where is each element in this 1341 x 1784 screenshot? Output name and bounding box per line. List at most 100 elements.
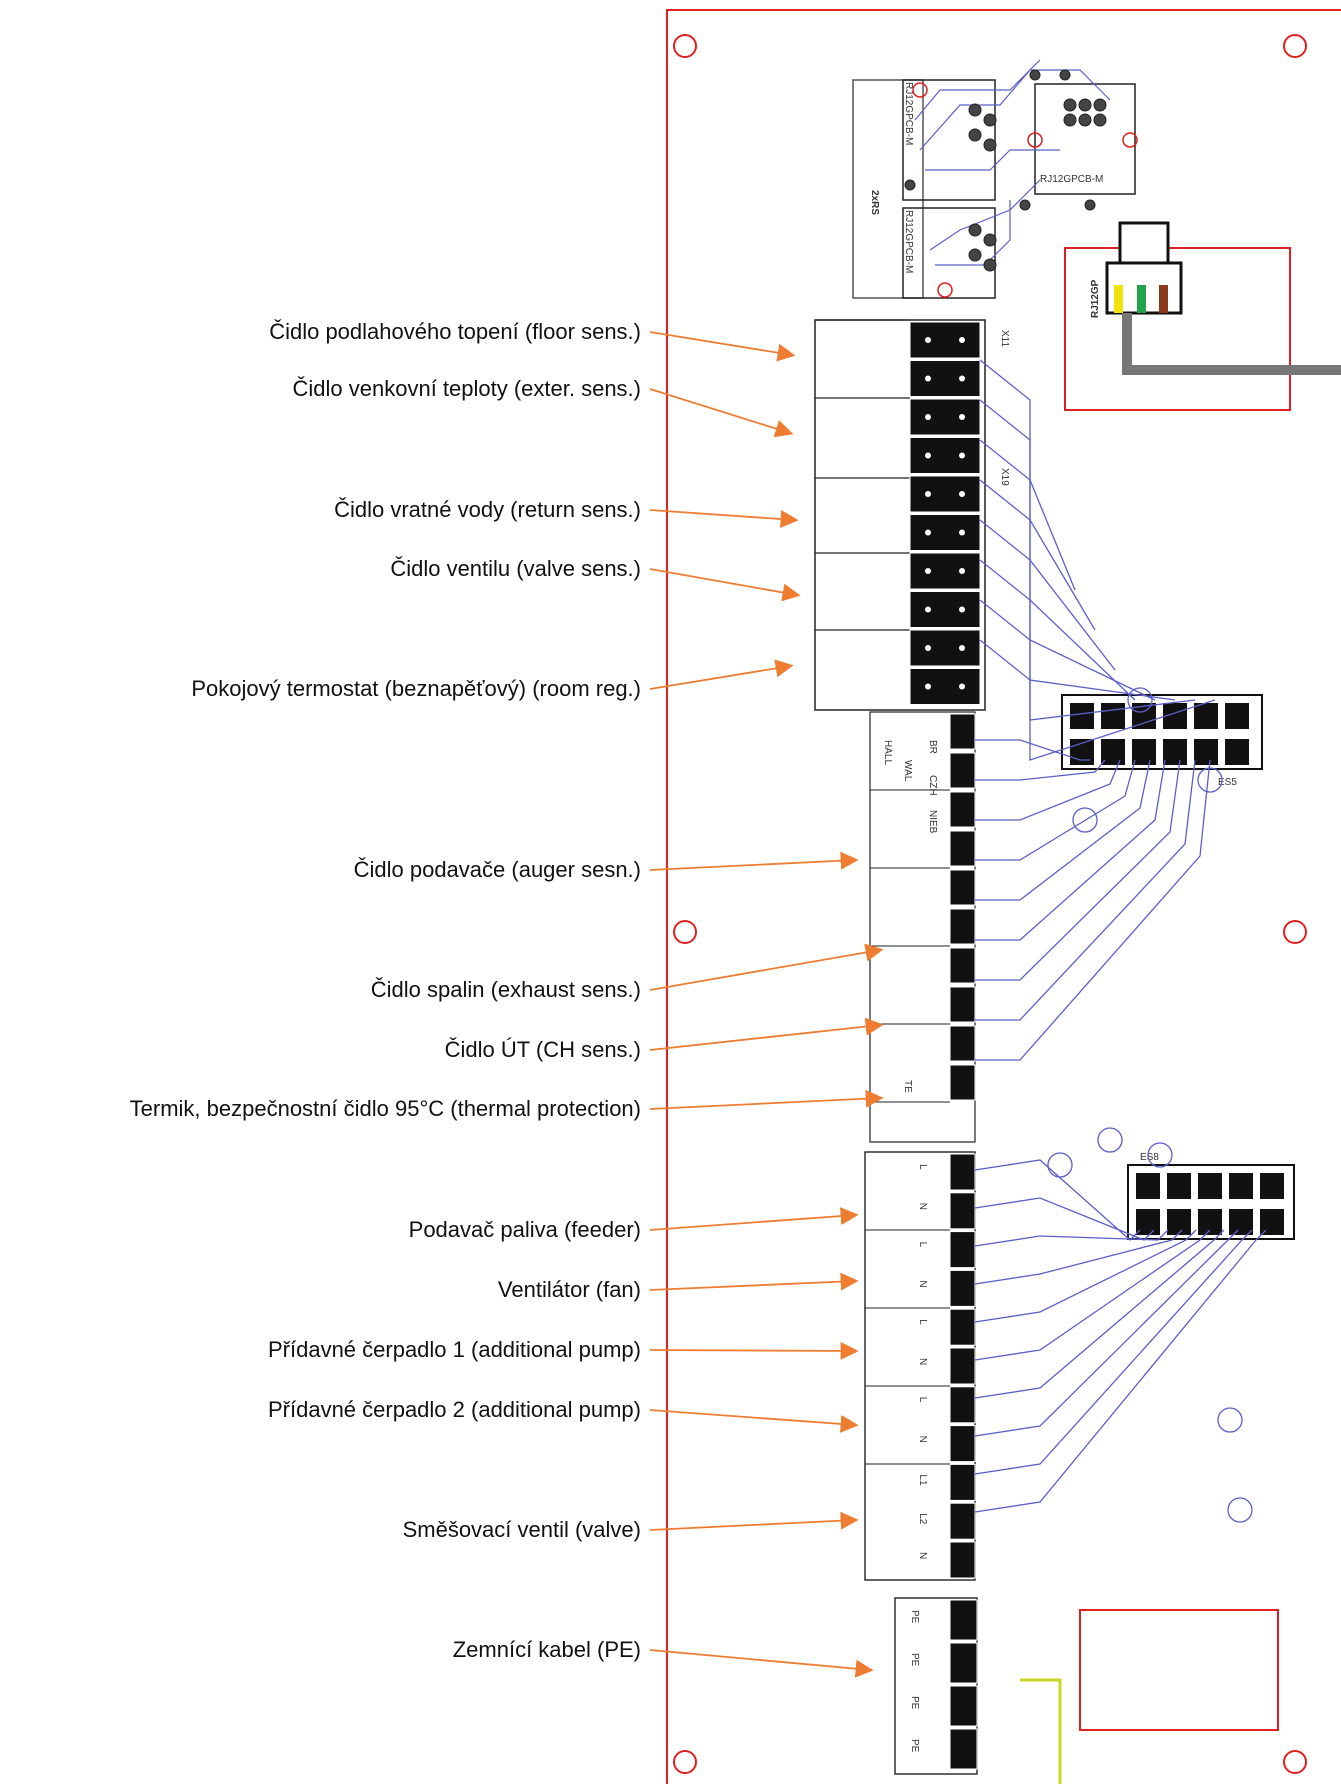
mid-pin-pad [949,1064,976,1101]
es8-label: ES8 [1140,1152,1159,1163]
header-pad [1225,739,1249,765]
header-pad [1229,1209,1253,1235]
label-room: Pokojový termostat (beznapěťový) (room r… [191,676,641,701]
pe-pin-pad [949,1728,978,1770]
header-pad [1101,703,1125,729]
traces [974,359,1267,1523]
sensor-pin-pad [909,360,981,397]
via [1047,1152,1073,1178]
power-pin-label: N [917,1552,928,1559]
pin-hole [925,606,931,613]
mid-pin-pad [949,1025,976,1062]
label-auger: Čidlo podavače (auger sesn.) [353,857,641,882]
pe-pin-label: PE [909,1610,920,1624]
terminal-blocks: X11X19HALLWALBRCZHNIEBTELNLNLNLNL1L2NPEP… [814,319,1010,1775]
pin-hole [925,683,931,690]
pointer-arrow [649,1409,859,1433]
header-pad [1260,1173,1284,1199]
power-pin-label: N [917,1280,928,1287]
header-pad [1194,703,1218,729]
pcb-trace [975,759,1151,901]
label-mixvalve: Směšovací ventil (valve) [402,1517,641,1542]
header-pad [1136,1173,1160,1199]
pcb-trace [974,1229,1239,1437]
pcb-trace [975,759,1211,1061]
pcb-trace [979,519,1156,701]
sensor-pin-pad [909,591,981,628]
sensor-pin-pad [909,514,981,551]
power-pin-pad [949,1192,976,1230]
pin-hole [959,337,965,343]
rj-connectors: 2xRS RJ12GPCB-M RJ12GPCB-M RJ12GPCB-M [852,59,1138,299]
power-pin-pad [949,1386,976,1424]
via [1072,807,1098,833]
rs-label: 2xRS [869,190,880,215]
pin-hole [959,452,965,459]
pointer-arrow [649,851,859,871]
label-return: Čidlo vratné vody (return sens.) [334,497,641,522]
x19-label: X19 [999,468,1010,486]
rj-a-label: RJ12GPCB-M [903,82,914,145]
pe-pin-pad [949,1599,978,1641]
pin-hole [925,529,931,536]
power-pin-label: L [917,1319,928,1325]
pointer-arrow [649,568,801,602]
via [1127,687,1153,713]
pe-pin-pad [949,1685,978,1727]
pointer-arrow [649,509,799,528]
label-pump1: Přídavné čerpadlo 1 (additional pump) [267,1337,641,1362]
header-pad [1198,1173,1222,1199]
pointer-arrow [649,1341,859,1360]
pin-hole [925,375,931,382]
sensor-pin-pad [909,437,981,474]
pcb-trace [975,759,1166,941]
pcb-trace [975,759,1106,781]
pin-hole [959,491,965,497]
ground-wire [1020,1678,1062,1784]
pointer-arrow [649,331,796,362]
power-pin-pad [949,1231,976,1269]
pin-hole [925,452,931,459]
pe-pin-pad [949,1642,978,1684]
header-pad [1194,739,1218,765]
pcb-trace [974,1229,1211,1361]
header-pad [1132,739,1156,765]
rj12gp-label: RJ12GP [1090,279,1101,318]
label-pe: Zemnící kabel (PE) [452,1637,641,1662]
mid-pin-pad [949,908,976,945]
pcb-trace [974,1229,1253,1475]
pcb-silk-label: WAL [902,760,913,782]
power-pin-label: L [917,1397,928,1403]
sensor-pin-pad [909,629,981,667]
sensor-pin-pad [909,398,981,436]
pcb-silk-label: HALL [882,740,893,765]
arrows [649,331,884,1678]
pointer-arrow [649,388,794,438]
pointer-arrow [649,1272,859,1291]
power-pin-pad [949,1541,976,1579]
pin-hole [959,645,965,651]
power-pin-pad [949,1425,976,1463]
power-pin-label: L2 [917,1513,928,1525]
pcb-silk-label: NIEB [927,810,938,834]
bottom-pad [1079,1609,1279,1731]
pe-pin-label: PE [909,1696,920,1710]
label-valve: Čidlo ventilu (valve sens.) [390,556,641,581]
rj-c-label: RJ12GPCB-M [903,210,914,273]
pcb-trace [979,639,1216,761]
power-pin-label: N [917,1358,928,1365]
es5-label: ES5 [1218,777,1237,788]
pcb-trace [975,759,1196,1021]
pcb-trace [974,1159,1141,1241]
mid-pin-pad [949,869,976,906]
power-pin-pad [949,1308,976,1346]
pin-hole [959,568,965,574]
rj-b-label: RJ12GPCB-M [1040,174,1103,185]
power-pin-pad [949,1347,976,1385]
pointer-arrow [649,943,884,991]
power-pin-label: L1 [917,1474,928,1486]
label-thermal: Termik, bezpečnostní čidlo 95°C (thermal… [129,1096,641,1121]
pointer-arrow [649,1207,859,1231]
mid-pin-pad [949,947,976,984]
header-es5: ES5 [1061,694,1263,788]
